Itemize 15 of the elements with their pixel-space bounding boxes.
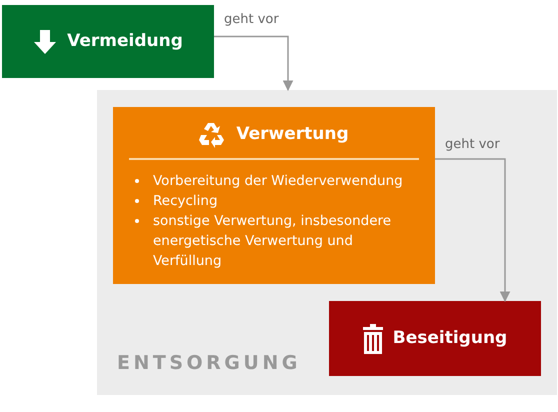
- edge-label: geht vor: [444, 137, 501, 152]
- process-box: [329, 301, 541, 376]
- box-title: Verwertung: [236, 124, 349, 144]
- bullet-text: Vorbereitung der Wiederverwendung: [153, 172, 404, 191]
- bullet-text: Recycling: [153, 192, 219, 211]
- group-title: ENTSORGUNG: [117, 352, 301, 374]
- arrow: [435, 158, 510, 302]
- bullet-text: sonstige Verwertung, insbesondere energetische Verwertung und Verfüllung: [153, 212, 392, 271]
- box-title: Beseitigung: [392, 328, 508, 348]
- process-box: [2, 5, 214, 78]
- edge-label: geht vor: [223, 12, 280, 26]
- process-box: [113, 107, 435, 284]
- group-panel: [97, 90, 557, 395]
- arrow: [214, 36, 294, 92]
- box-title: Vermeidung: [67, 30, 183, 50]
